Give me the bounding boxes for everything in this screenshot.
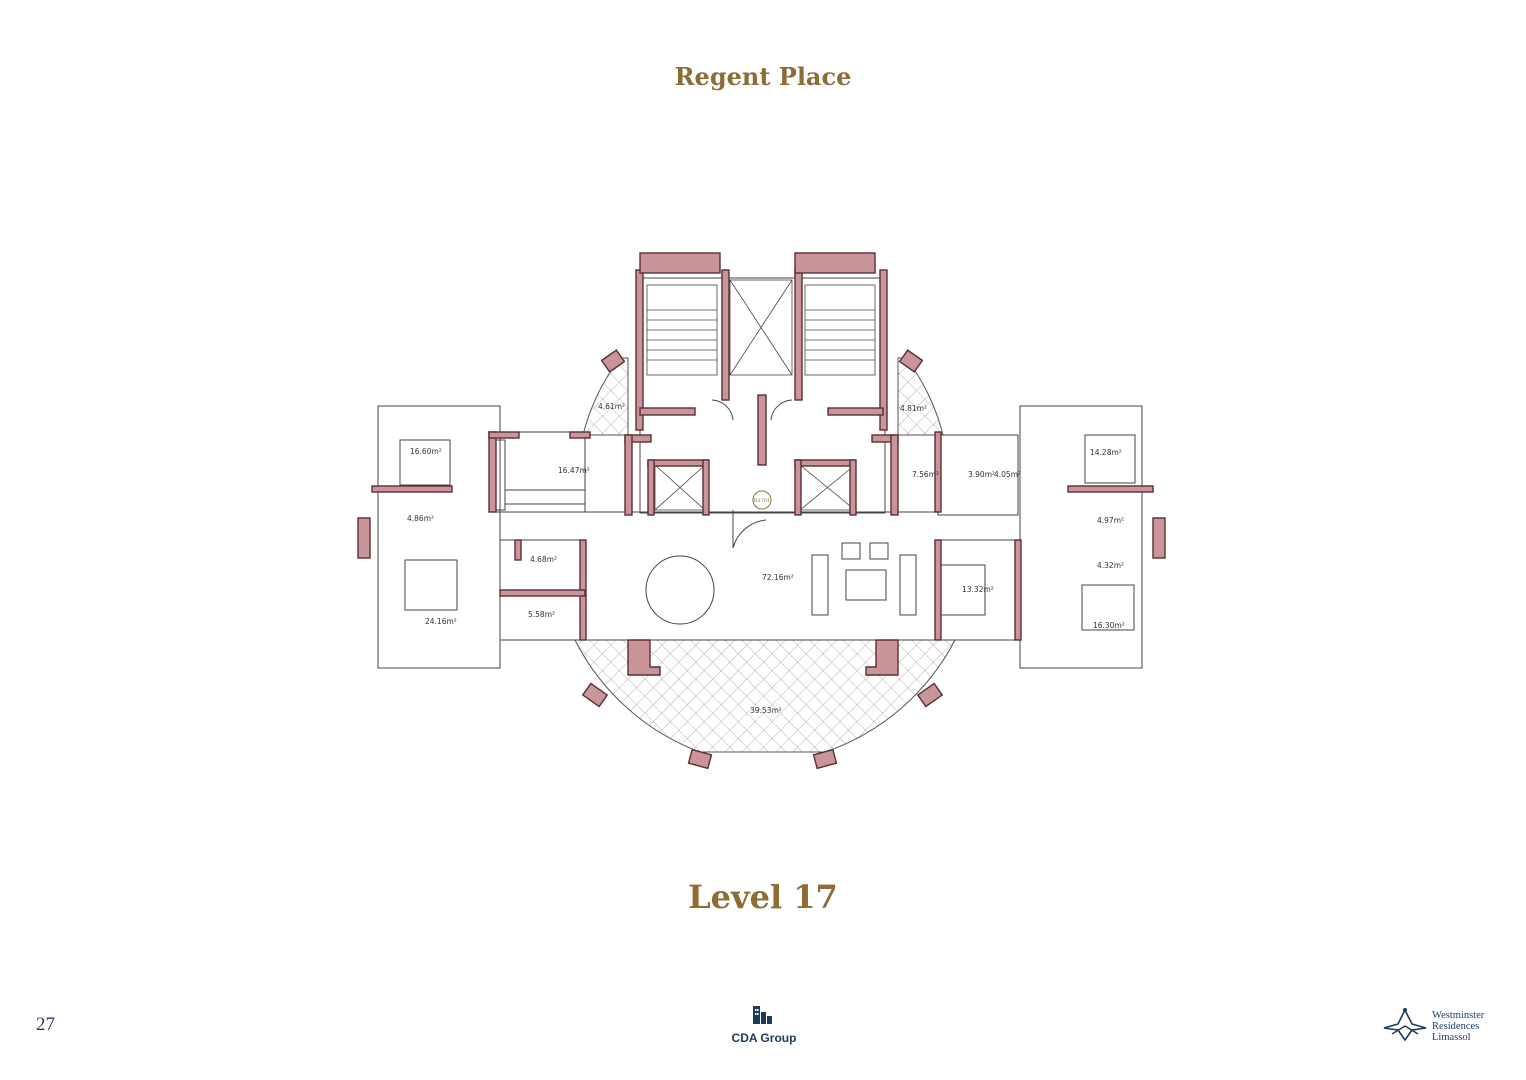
room-area: 24.16m² <box>425 617 457 626</box>
balcony-right-hatch <box>897 357 944 436</box>
room-area: 4.61m² <box>598 402 625 411</box>
wrl-logo-line: Westminster <box>1432 1010 1485 1021</box>
room-area: 4.32m² <box>1097 561 1124 570</box>
room-area: 4.68m² <box>530 555 557 564</box>
room-area: 16.60m² <box>410 447 442 456</box>
room-area: 4.86m² <box>407 514 434 523</box>
unit-tag: R1701 <box>754 498 771 504</box>
wrl-logo-line: Limassol <box>1432 1032 1471 1043</box>
dining-table <box>645 555 715 625</box>
room-area: 7.56m² <box>912 470 939 479</box>
room-area: 14.28m² <box>1090 448 1122 457</box>
room-area: 16.30m² <box>1093 621 1125 630</box>
westminster-residences-logo: Westminster Residences Limassol <box>1382 1006 1512 1046</box>
level-label: Level 17 <box>688 878 838 916</box>
room-area: 13.32m² <box>962 585 994 594</box>
cda-group-logo: CDA Group <box>728 1004 800 1045</box>
room-area: 4.81m² <box>900 404 927 413</box>
westminster-emblem-icon <box>1383 1008 1427 1042</box>
balcony-left-hatch <box>582 357 629 436</box>
room-area: 4.05m² <box>994 470 1021 479</box>
room-area: 16.47m² <box>558 466 590 475</box>
room-area: 5.58m² <box>528 610 555 619</box>
wrl-logo-line: Residences <box>1432 1021 1480 1032</box>
page-title: Regent Place <box>674 62 852 91</box>
cda-building-icon <box>753 1006 772 1024</box>
room-area: 39.53m² <box>750 706 782 715</box>
room-area: 4.97m² <box>1097 516 1124 525</box>
page-number: 27 <box>36 1014 55 1035</box>
room-area: 3.90m² <box>968 470 995 479</box>
cda-logo-text: CDA Group <box>731 1031 797 1045</box>
room-area: 72.16m² <box>762 573 794 582</box>
